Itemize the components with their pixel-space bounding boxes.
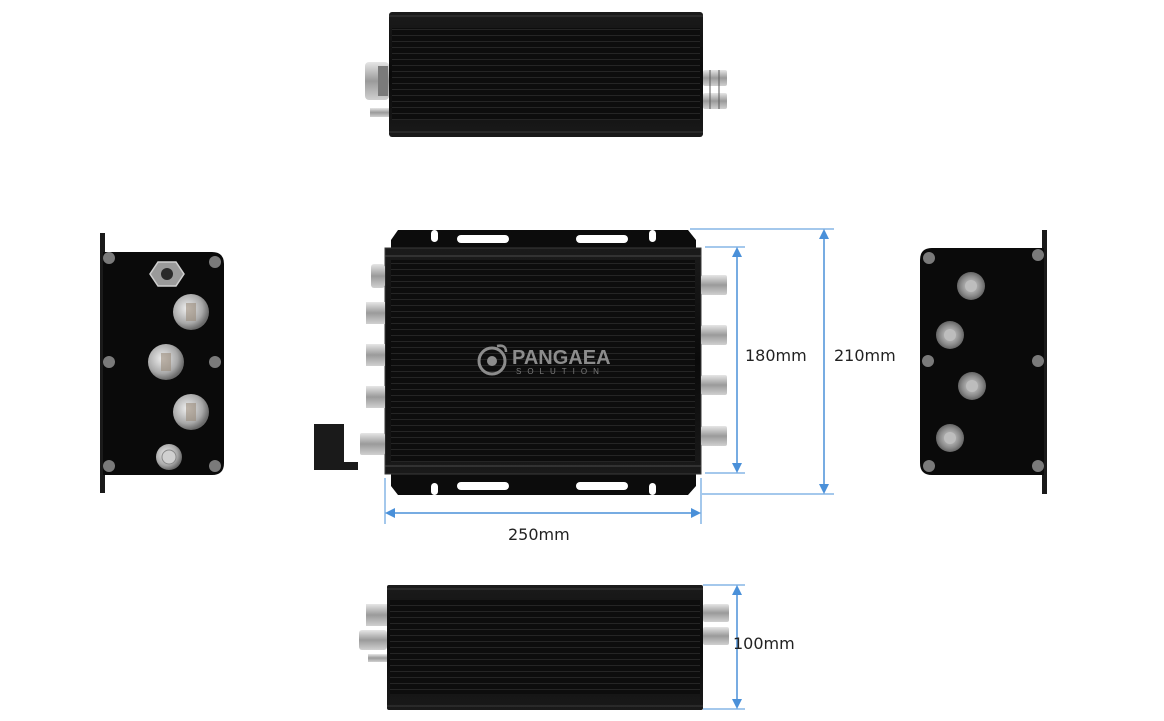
screw-icon bbox=[209, 256, 221, 268]
bnc-connector-icon bbox=[958, 372, 986, 400]
dim-label-180: 180mm bbox=[745, 346, 807, 365]
brand-logo-icon bbox=[477, 344, 508, 376]
right-side-view bbox=[920, 230, 1047, 494]
top-view-left-connector-icon bbox=[365, 62, 389, 117]
mounting-slot bbox=[576, 482, 628, 490]
bottom-view-ribs bbox=[390, 600, 700, 694]
front-view bbox=[314, 230, 727, 495]
screw-icon bbox=[923, 252, 935, 264]
top-view-right-connector-icon bbox=[703, 70, 727, 109]
dim-210-line bbox=[690, 228, 834, 495]
screw-icon bbox=[1032, 249, 1044, 261]
top-view bbox=[365, 12, 727, 137]
round-connector-icon bbox=[156, 444, 182, 470]
right-side-body bbox=[920, 248, 1044, 475]
dim-180-line bbox=[705, 246, 745, 474]
round-connector-icon bbox=[173, 294, 209, 330]
ground-bracket-icon bbox=[314, 424, 358, 470]
screw-icon bbox=[103, 356, 115, 368]
screw-icon bbox=[209, 460, 221, 472]
bottom-view bbox=[359, 585, 729, 710]
round-connector-icon bbox=[173, 394, 209, 430]
bnc-connector-icon bbox=[936, 321, 964, 349]
bnc-connector-icon bbox=[957, 272, 985, 300]
left-side-view bbox=[100, 233, 224, 493]
brand-subtitle: SOLUTION bbox=[516, 367, 605, 376]
dimension-lines bbox=[384, 228, 834, 710]
mounting-notch bbox=[649, 483, 656, 495]
mounting-notch bbox=[431, 230, 438, 242]
mounting-slot bbox=[457, 482, 509, 490]
screw-icon bbox=[922, 355, 934, 367]
bnc-connector-icon bbox=[936, 424, 964, 452]
screw-icon bbox=[1032, 460, 1044, 472]
mounting-notch bbox=[431, 483, 438, 495]
dim-250-line bbox=[384, 478, 702, 524]
screw-icon bbox=[209, 356, 221, 368]
top-view-ribs bbox=[392, 28, 700, 120]
screw-icon bbox=[103, 252, 115, 264]
mounting-slot bbox=[457, 235, 509, 243]
bottom-view-right-connector-icon bbox=[703, 604, 729, 645]
screw-icon bbox=[103, 460, 115, 472]
screw-icon bbox=[1032, 355, 1044, 367]
front-right-connector-icon bbox=[701, 275, 727, 446]
mounting-notch bbox=[649, 230, 656, 242]
screw-icon bbox=[923, 460, 935, 472]
round-connector-icon bbox=[148, 344, 184, 380]
right-side-flange bbox=[1042, 230, 1047, 494]
mounting-slot bbox=[576, 235, 628, 243]
bottom-view-left-connector-icon bbox=[359, 604, 387, 662]
left-side-flange bbox=[100, 233, 105, 493]
dim-label-210: 210mm bbox=[834, 346, 896, 365]
dim-100-line bbox=[703, 584, 745, 710]
brand-name: PANGAEA bbox=[512, 347, 611, 369]
front-view-ribs bbox=[391, 260, 695, 462]
front-left-connector-icon bbox=[360, 264, 385, 455]
dim-label-250: 250mm bbox=[508, 525, 570, 544]
dim-label-100: 100mm bbox=[733, 634, 795, 653]
